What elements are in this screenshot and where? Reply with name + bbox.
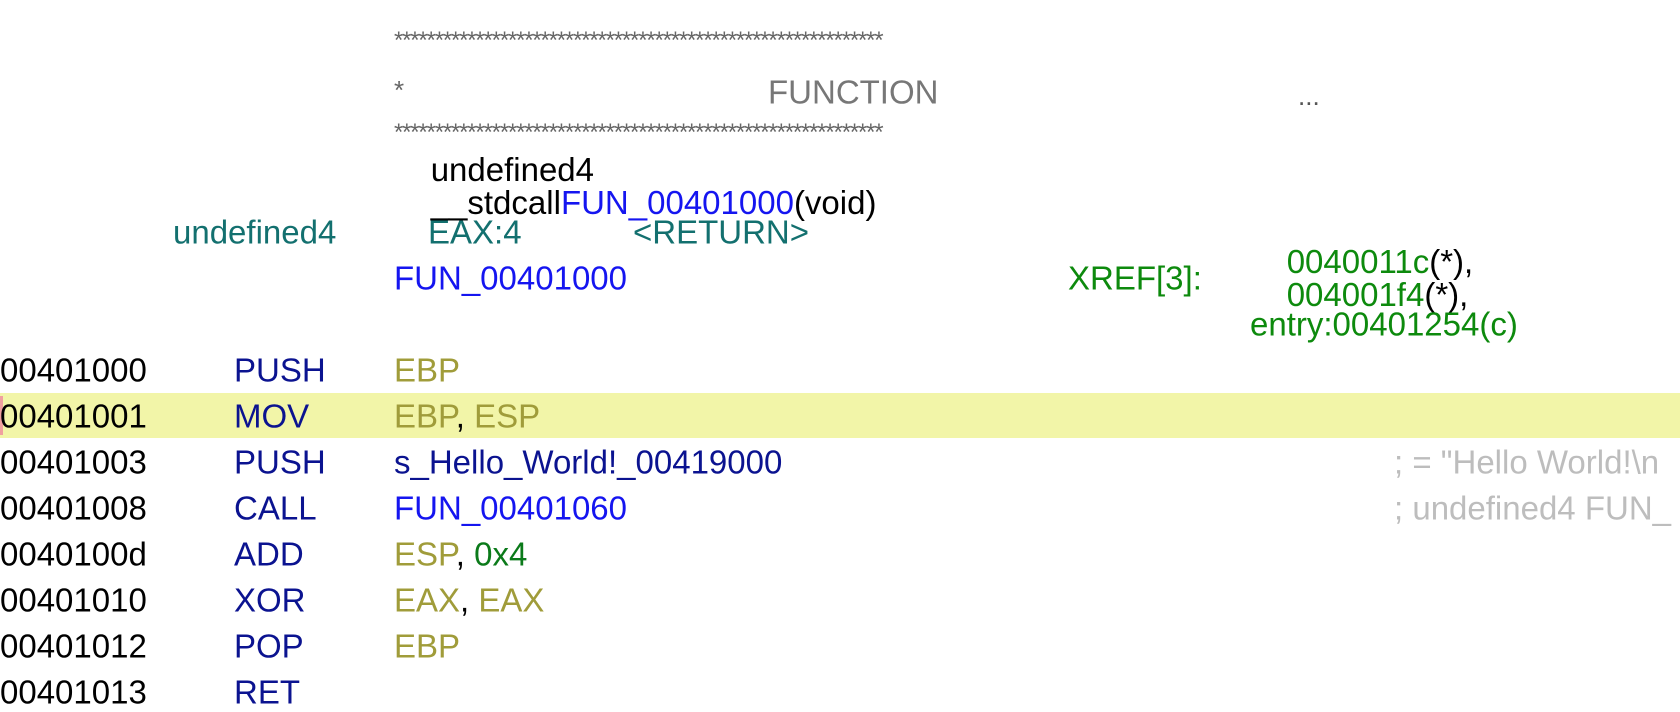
instruction-address[interactable]: 0040100d	[0, 535, 147, 573]
return-variable-storage[interactable]: EAX:4	[428, 213, 522, 251]
instruction-address[interactable]: 00401013	[0, 673, 147, 711]
operand-scalar[interactable]: 0x4	[474, 535, 528, 573]
instruction-mnemonic[interactable]: RET	[234, 673, 300, 711]
xref-label: XREF[3]:	[1068, 259, 1202, 297]
instruction-operands[interactable]: FUN_00401060	[394, 492, 627, 525]
header-border-bottom: ****************************************…	[394, 121, 884, 145]
cursor-line-highlight	[0, 393, 1680, 438]
operand-register[interactable]: EAX	[478, 581, 545, 619]
operand-function-label[interactable]: FUN_00401060	[394, 489, 627, 527]
instruction-mnemonic[interactable]: PUSH	[234, 443, 326, 481]
function-signature[interactable]: undefined4 __stdcallFUN_00401000(void)	[394, 120, 877, 252]
instruction-operands[interactable]: EBP	[394, 354, 460, 387]
instruction-operands[interactable]: EAX, EAX	[394, 584, 544, 617]
header-ellipsis: ...	[1298, 81, 1320, 111]
instruction-address[interactable]: 00401012	[0, 627, 147, 665]
signature-function-name[interactable]: FUN_00401000	[560, 184, 794, 221]
instruction-operands[interactable]: EBP, ESP	[394, 400, 540, 433]
xref-suffix: (*),	[1424, 276, 1469, 313]
operand-register[interactable]: EBP	[394, 627, 461, 665]
operand-separator: ,	[455, 535, 475, 573]
function-label[interactable]: FUN_00401000	[394, 259, 627, 297]
operand-register[interactable]: EBP	[394, 351, 461, 389]
signature-params: (void)	[793, 184, 877, 221]
instruction-mnemonic[interactable]: POP	[234, 627, 304, 665]
instruction-mnemonic[interactable]: XOR	[234, 581, 306, 619]
instruction-mnemonic[interactable]: CALL	[234, 489, 317, 527]
return-variable-type[interactable]: undefined4	[173, 213, 337, 251]
instruction-address[interactable]: 00401003	[0, 443, 147, 481]
instruction-operands[interactable]: EBP	[394, 630, 460, 663]
instruction-address[interactable]: 00401010	[0, 581, 147, 619]
instruction-comment: ; undefined4 FUN_	[1394, 489, 1672, 527]
header-border-top: ****************************************…	[394, 29, 884, 53]
xref-list: 0040011c(*), 004001f4(*),	[1250, 212, 1474, 344]
instruction-operands[interactable]: ESP, 0x4	[394, 538, 527, 571]
return-variable-name[interactable]: <RETURN>	[633, 213, 810, 251]
xref-link[interactable]: 004001f4	[1286, 276, 1425, 313]
instruction-address[interactable]: 00401008	[0, 489, 147, 527]
header-border-star: *	[394, 75, 405, 105]
operand-separator: ,	[460, 581, 479, 619]
operand-string-label[interactable]: s_Hello_World!_00419000	[394, 443, 783, 481]
instruction-address[interactable]: 00401000	[0, 351, 147, 389]
signature-calling-convention: __stdcall	[430, 184, 561, 221]
signature-return-type: undefined4	[430, 151, 595, 188]
operand-register[interactable]: ESP	[474, 397, 541, 435]
instruction-mnemonic[interactable]: ADD	[234, 535, 304, 573]
xref-link[interactable]: 0040011c	[1286, 243, 1430, 280]
instruction-address[interactable]: 00401001	[0, 397, 147, 435]
instruction-operands[interactable]: s_Hello_World!_00419000	[394, 446, 782, 479]
instruction-mnemonic[interactable]: MOV	[234, 397, 310, 435]
instruction-comment: ; = "Hello World!\n	[1394, 443, 1660, 481]
instruction-mnemonic[interactable]: PUSH	[234, 351, 326, 389]
cursor-marker	[0, 396, 3, 435]
operand-register[interactable]: EAX	[394, 581, 461, 619]
operand-register[interactable]: ESP	[394, 535, 456, 573]
operand-separator: ,	[455, 397, 475, 435]
xref-suffix: (*),	[1429, 243, 1474, 280]
function-header-title: FUNCTION	[768, 73, 939, 111]
operand-register[interactable]: EBP	[394, 397, 456, 435]
xref-link[interactable]: entry:00401254(c)	[1250, 305, 1518, 343]
